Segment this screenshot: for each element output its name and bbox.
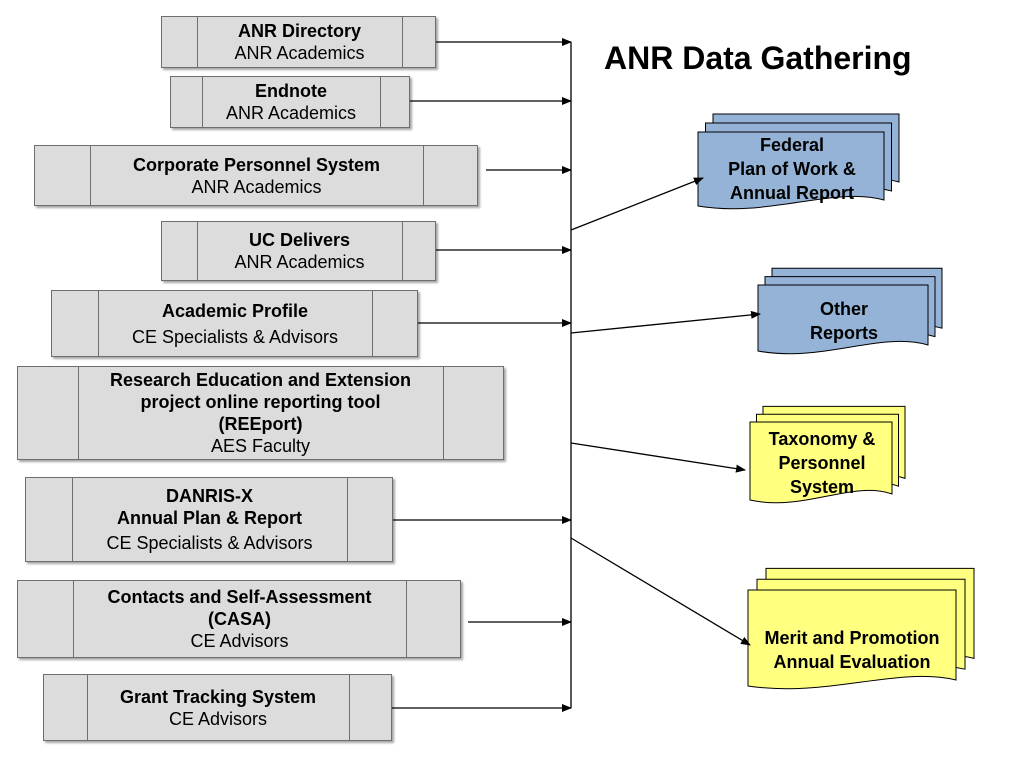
source-corporate-personnel-system: Corporate Personnel System ANR Academics xyxy=(34,145,478,206)
output-federal-report-shape xyxy=(697,113,900,210)
source-owner: ANR Academics xyxy=(234,43,365,63)
source-name: UC Delivers xyxy=(248,230,351,250)
arrow-to-taxonomy xyxy=(570,442,746,473)
output-taxonomy-personnel-label: Taxonomy & Personnel System xyxy=(768,429,876,497)
source-endnote: Endnote ANR Academics xyxy=(170,76,410,128)
output-federal-report-label: Federal Plan of Work & Annual Report xyxy=(728,135,856,203)
source-danris-x: DANRIS-X Annual Plan & Report CE Special… xyxy=(25,477,393,562)
arrow-to-federal xyxy=(570,177,704,231)
source-owner: CE Specialists & Advisors xyxy=(106,533,313,553)
source-name: Endnote xyxy=(255,81,327,101)
source-owner: CE Specialists & Advisors xyxy=(131,326,339,347)
source-grant-tracking-system: Grant Tracking System CE Advisors xyxy=(43,674,392,741)
output-other-reports-shape xyxy=(757,267,943,355)
source-name: Research Education and Extension project… xyxy=(109,370,412,434)
source-reeport: Research Education and Extension project… xyxy=(17,366,504,460)
output-taxonomy-personnel-shape xyxy=(749,405,906,504)
output-merit-promotion-page-3 xyxy=(747,589,957,690)
arrow-to-other-reports xyxy=(570,310,761,334)
output-other-reports-page-3 xyxy=(757,284,929,355)
source-owner: CE Advisors xyxy=(190,631,289,651)
source-uc-delivers: UC Delivers ANR Academics xyxy=(161,221,436,281)
output-merit-promotion-label: Merit and Promotion Annual Evaluation xyxy=(764,628,940,672)
source-name: Academic Profile xyxy=(161,300,309,321)
arrow-to-merit xyxy=(570,537,751,646)
source-owner: ANR Academics xyxy=(225,103,357,123)
output-other-reports-label: Other Reports xyxy=(809,299,878,343)
source-owner: ANR Academics xyxy=(234,252,365,272)
source-owner: CE Advisors xyxy=(168,708,268,729)
source-name: Corporate Personnel System xyxy=(132,154,381,175)
output-taxonomy-personnel-page-3 xyxy=(749,421,893,504)
source-name: Grant Tracking System xyxy=(119,686,317,707)
source-name: Contacts and Self-Assessment (CASA) xyxy=(107,587,372,629)
source-academic-profile: Academic Profile CE Specialists & Adviso… xyxy=(51,290,418,357)
diagram-title: ANR Data Gathering xyxy=(604,40,912,76)
source-owner: ANR Academics xyxy=(191,176,322,197)
source-casa: Contacts and Self-Assessment (CASA) CE A… xyxy=(17,580,461,658)
output-merit-promotion-shape xyxy=(747,567,975,690)
source-name: DANRIS-X Annual Plan & Report xyxy=(116,486,302,528)
source-owner: AES Faculty xyxy=(210,436,311,456)
source-anr-directory: ANR Directory ANR Academics xyxy=(161,16,436,68)
output-federal-report-page-3 xyxy=(697,131,885,210)
source-name: ANR Directory xyxy=(237,21,362,41)
